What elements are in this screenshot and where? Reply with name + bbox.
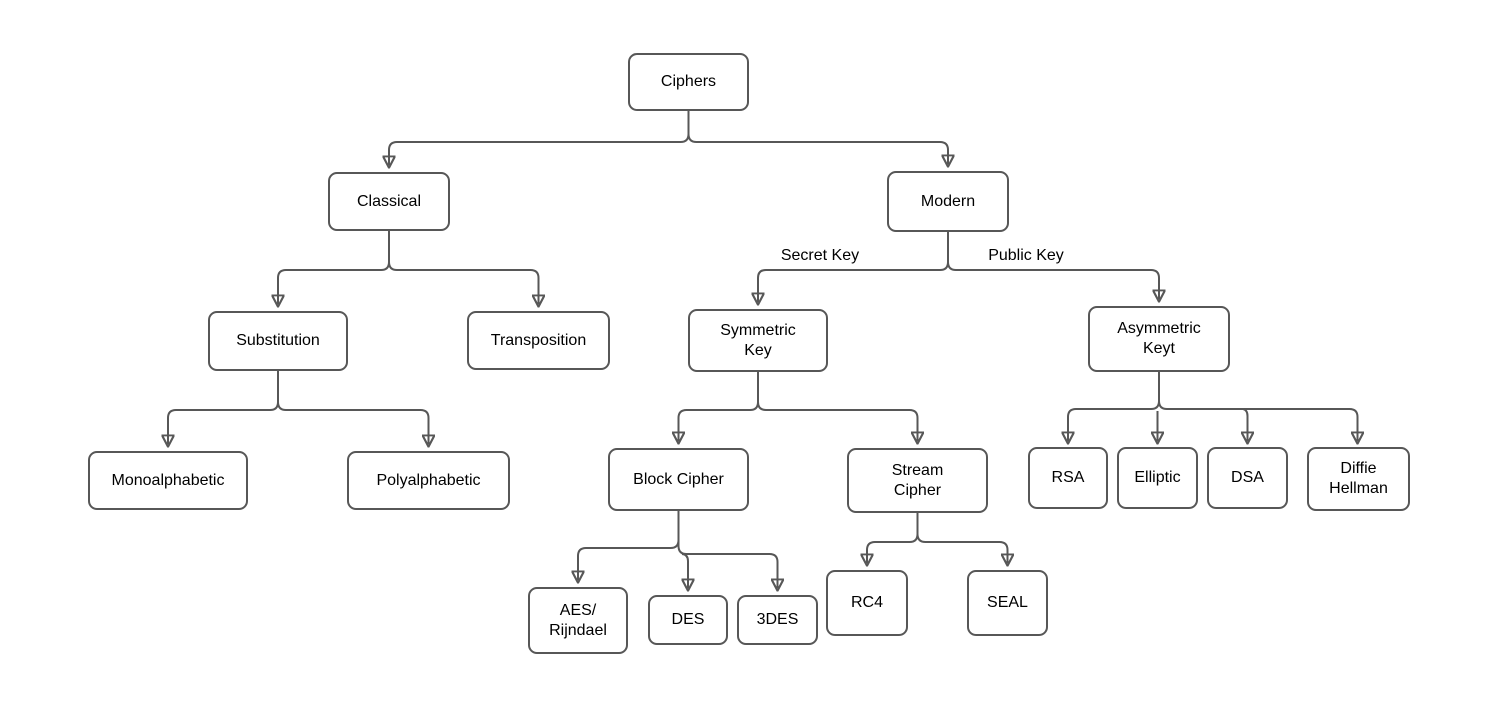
node-3des[interactable]: 3DES [737, 595, 818, 645]
node-diffie-hellman-label: Diffie Hellman [1329, 460, 1388, 497]
edge-symmetric-stream [757, 372, 918, 441]
node-aes-rijndael[interactable]: AES/ Rijndael [528, 587, 628, 654]
edge-stream-rc4 [867, 513, 919, 563]
node-modern-label: Modern [920, 192, 976, 210]
edge-block-des [682, 553, 688, 588]
node-monoalphabetic[interactable]: Monoalphabetic [88, 451, 248, 510]
node-seal[interactable]: SEAL [967, 570, 1048, 636]
edge-modern-asymmetric [947, 232, 1159, 299]
node-classical[interactable]: Classical [328, 172, 450, 231]
node-des[interactable]: DES [648, 595, 728, 645]
edge-substitution-polyalphabetic [277, 371, 429, 444]
node-rc4[interactable]: RC4 [826, 570, 908, 636]
node-polyalphabetic-label: Polyalphabetic [376, 471, 481, 489]
edge-ciphers-modern [687, 111, 949, 164]
node-monoalphabetic-label: Monoalphabetic [111, 471, 225, 489]
edge-asymmetric-rsa [1068, 372, 1160, 441]
node-des-label: DES [671, 611, 705, 628]
node-elliptic-label: Elliptic [1134, 469, 1181, 486]
node-block-cipher[interactable]: Block Cipher [608, 448, 749, 511]
node-transposition[interactable]: Transposition [467, 311, 610, 370]
node-asymmetric-key-label: Asymmetric Keyt [1117, 320, 1201, 357]
edge-modern-symmetric [758, 232, 949, 302]
node-rsa[interactable]: RSA [1028, 447, 1108, 509]
node-symmetric-key[interactable]: Symmetric Key [688, 309, 828, 372]
edge-label-public-key[interactable]: Public Key [968, 247, 1084, 265]
edge-classical-substitution [278, 231, 390, 304]
node-dsa-label: DSA [1231, 469, 1264, 486]
node-modern[interactable]: Modern [887, 171, 1009, 232]
node-substitution[interactable]: Substitution [208, 311, 348, 371]
edge-classical-transposition [388, 231, 539, 304]
node-substitution-label: Substitution [236, 332, 320, 349]
node-asymmetric-key[interactable]: Asymmetric Keyt [1088, 306, 1230, 372]
node-classical-label: Classical [356, 192, 421, 210]
edge-stream-seal [916, 513, 1008, 563]
node-ciphers-label: Ciphers [660, 73, 717, 90]
node-3des-label: 3DES [756, 611, 799, 628]
node-stream-cipher-label: Stream Cipher [891, 461, 944, 499]
node-ciphers[interactable]: Ciphers [628, 53, 749, 111]
node-diffie-hellman[interactable]: Diffie Hellman [1307, 447, 1410, 511]
edge-asymmetric-diffie [1158, 372, 1358, 441]
node-rc4-label: RC4 [850, 594, 883, 611]
node-symmetric-key-label: Symmetric Key [720, 321, 796, 359]
node-seal-label: SEAL [987, 594, 1028, 611]
edge-block-aes [578, 511, 680, 580]
edge-symmetric-block [679, 372, 759, 441]
node-transposition-label: Transposition [490, 331, 587, 349]
node-block-cipher-label: Block Cipher [633, 470, 724, 488]
node-rsa-label: RSA [1051, 469, 1085, 486]
node-aes-rijndael-label: AES/ Rijndael [549, 601, 607, 639]
edge-block-3des [677, 511, 778, 588]
edge-asymmetric-dsa [1243, 408, 1248, 441]
node-polyalphabetic[interactable]: Polyalphabetic [347, 451, 510, 510]
edge-substitution-monoalphabetic [168, 371, 279, 444]
node-dsa[interactable]: DSA [1207, 447, 1288, 509]
edge-label-secret-key[interactable]: Secret Key [762, 247, 878, 265]
edge-ciphers-classical [389, 111, 690, 165]
node-stream-cipher[interactable]: Stream Cipher [847, 448, 988, 513]
node-elliptic[interactable]: Elliptic [1117, 447, 1198, 509]
